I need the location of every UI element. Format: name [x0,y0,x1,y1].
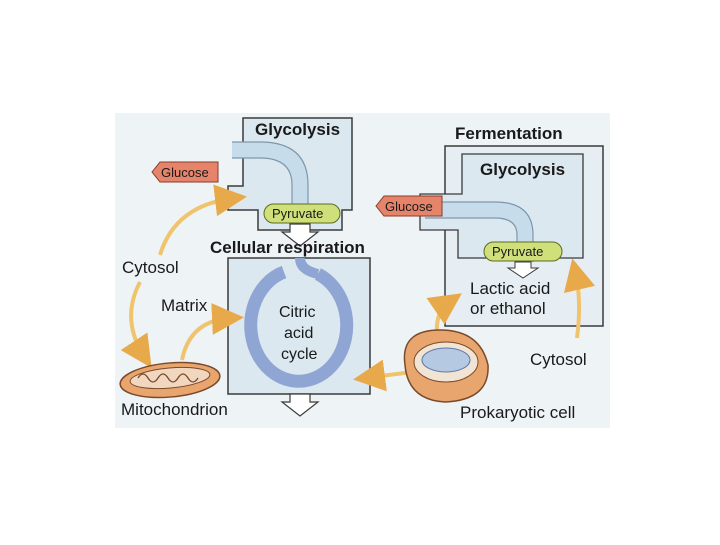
arrow-cytosol-to-fermentation [563,258,596,339]
arrow-prokaryote-to-cycle [353,359,413,392]
mitochondrion-label: Mitochondrion [121,400,228,419]
arrow-matrix-to-cycle [180,302,244,361]
glucose-label-left: Glucose [161,165,209,180]
glucose-tag-left [151,161,219,183]
prokaryotic-cell-illustration [403,329,489,403]
mitochondrion-illustration [119,361,221,399]
product-line-2: or ethanol [470,299,546,318]
citric-cycle-label-2: acid [284,325,313,342]
prokaryotic-cell-label: Prokaryotic cell [460,403,575,422]
arrow-cytosol-to-glycolysis [158,184,247,256]
cytosol-label-right: Cytosol [530,350,587,369]
pyruvate-pill-left [263,203,341,224]
glucose-label-right: Glucose [385,199,433,214]
fermentation-title: Fermentation [455,124,563,143]
glycolysis-title-right: Glycolysis [480,160,565,179]
citric-cycle-label-3: cycle [281,346,318,363]
arrow-cytosol-to-mitochondrion [120,281,152,369]
glycolysis-flow-outline-right [425,201,534,262]
pyruvate-label-left: Pyruvate [272,206,323,221]
citric-cycle-entry [295,257,320,279]
down-arrow-to-respiration [280,223,320,247]
citric-cycle-label-1: Citric [279,304,315,321]
glycolysis-flow-arrow-right [425,202,533,262]
down-arrow-to-product [506,261,540,279]
pyruvate-label-right: Pyruvate [492,244,543,259]
cytosol-label-left: Cytosol [122,258,179,277]
glycolysis-flow-outline-left [232,141,309,205]
glycolysis-title-left: Glycolysis [255,120,340,139]
pyruvate-pill-right [483,241,563,262]
matrix-label: Matrix [161,296,208,315]
glycolysis-flow-arrow-left [232,142,308,205]
glucose-tag-right [375,195,443,217]
product-line-1: Lactic acid [470,279,550,298]
cellular-respiration-title: Cellular respiration [210,238,365,257]
citric-cycle-ring [244,265,354,388]
down-arrow-bottom [280,393,320,417]
